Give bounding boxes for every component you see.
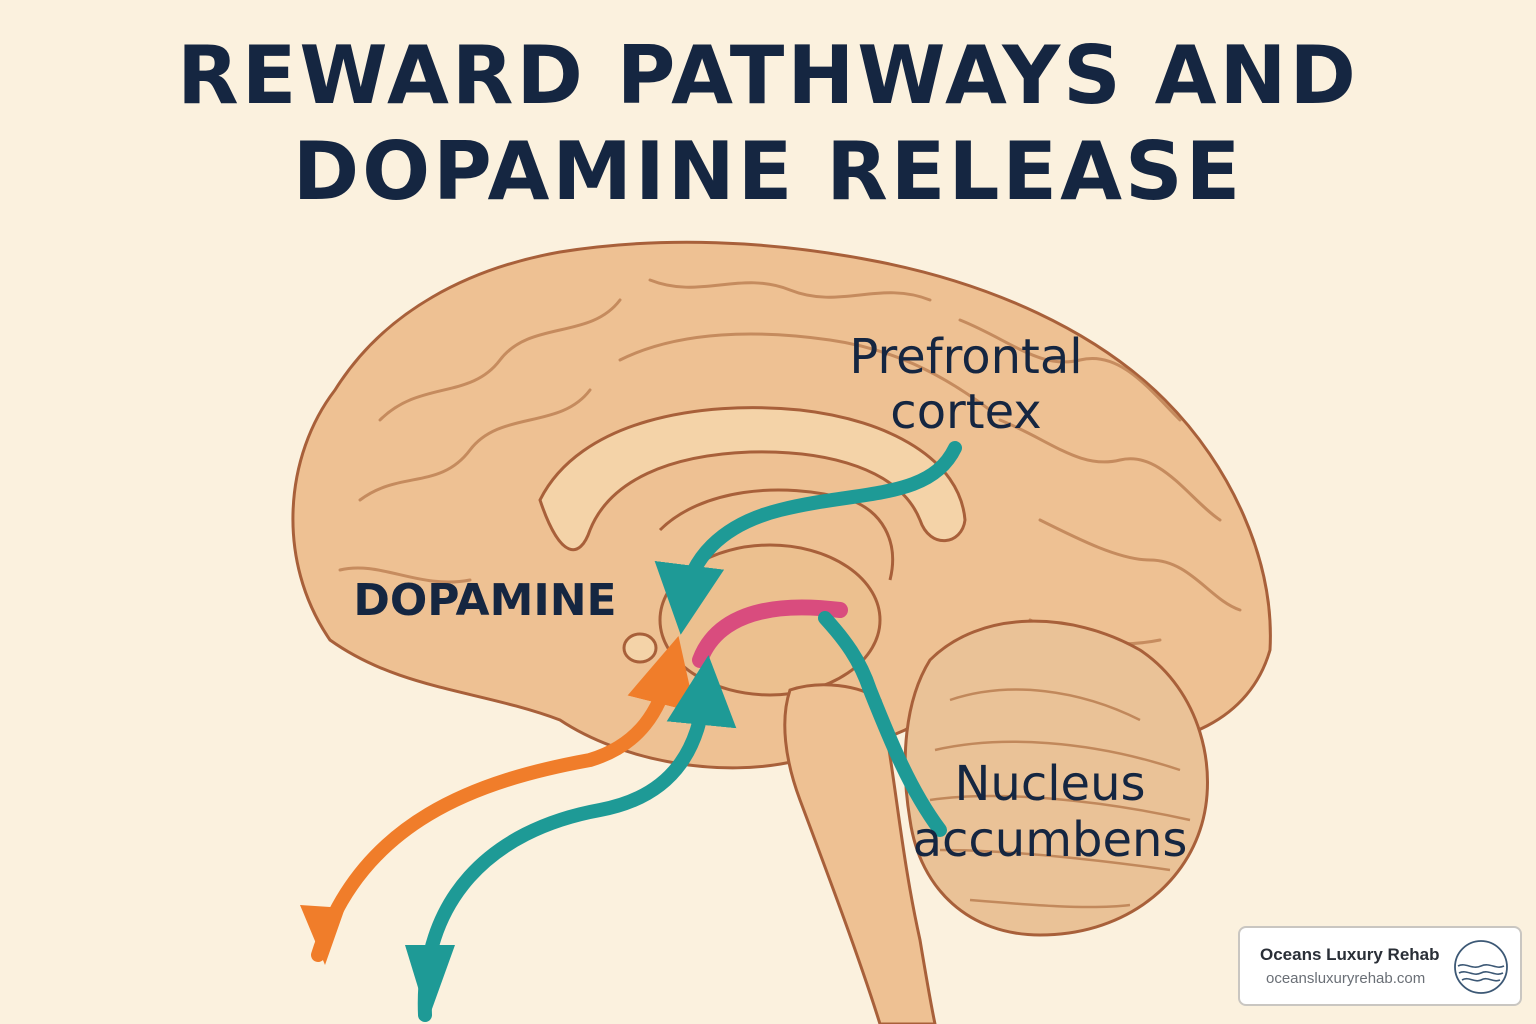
page-title: REWARD PATHWAYS AND DOPAMINE RELEASE (0, 28, 1536, 220)
label-nucleus-line2: accumbens (913, 812, 1188, 868)
corpus-callosum (538, 406, 967, 551)
gyri (338, 278, 1242, 646)
pituitary (622, 632, 658, 664)
ocean-wave-logo-icon (1454, 940, 1508, 994)
label-nucleus-line1: Nucleus (954, 756, 1145, 812)
brand-url[interactable]: oceansluxuryrehab.com (1266, 970, 1426, 987)
nucleus-pathway-arrow (818, 611, 947, 837)
brand-name: Oceans Luxury Rehab (1260, 945, 1440, 964)
brand-card[interactable]: Oceans Luxury Rehab oceansluxuryrehab.co… (1238, 926, 1522, 1006)
orange-pathway-tip (300, 905, 345, 965)
pink-pathway (692, 599, 848, 668)
teal-lower-pathway-tip (405, 945, 455, 1020)
label-prefrontal-line2: cortex (890, 384, 1041, 440)
label-dopamine: DOPAMINE (353, 575, 616, 626)
title-line-1: REWARD PATHWAYS AND (177, 29, 1359, 122)
label-prefrontal-line1: Prefrontal (849, 329, 1082, 385)
cerebellum-folia (929, 688, 1191, 909)
prefrontal-pathway-arrow (654, 441, 962, 635)
title-line-2: DOPAMINE RELEASE (292, 125, 1244, 218)
cerebellum (903, 619, 1209, 937)
orange-pathway-arrow (311, 636, 696, 962)
teal-lower-pathway-arrow (417, 655, 737, 1022)
